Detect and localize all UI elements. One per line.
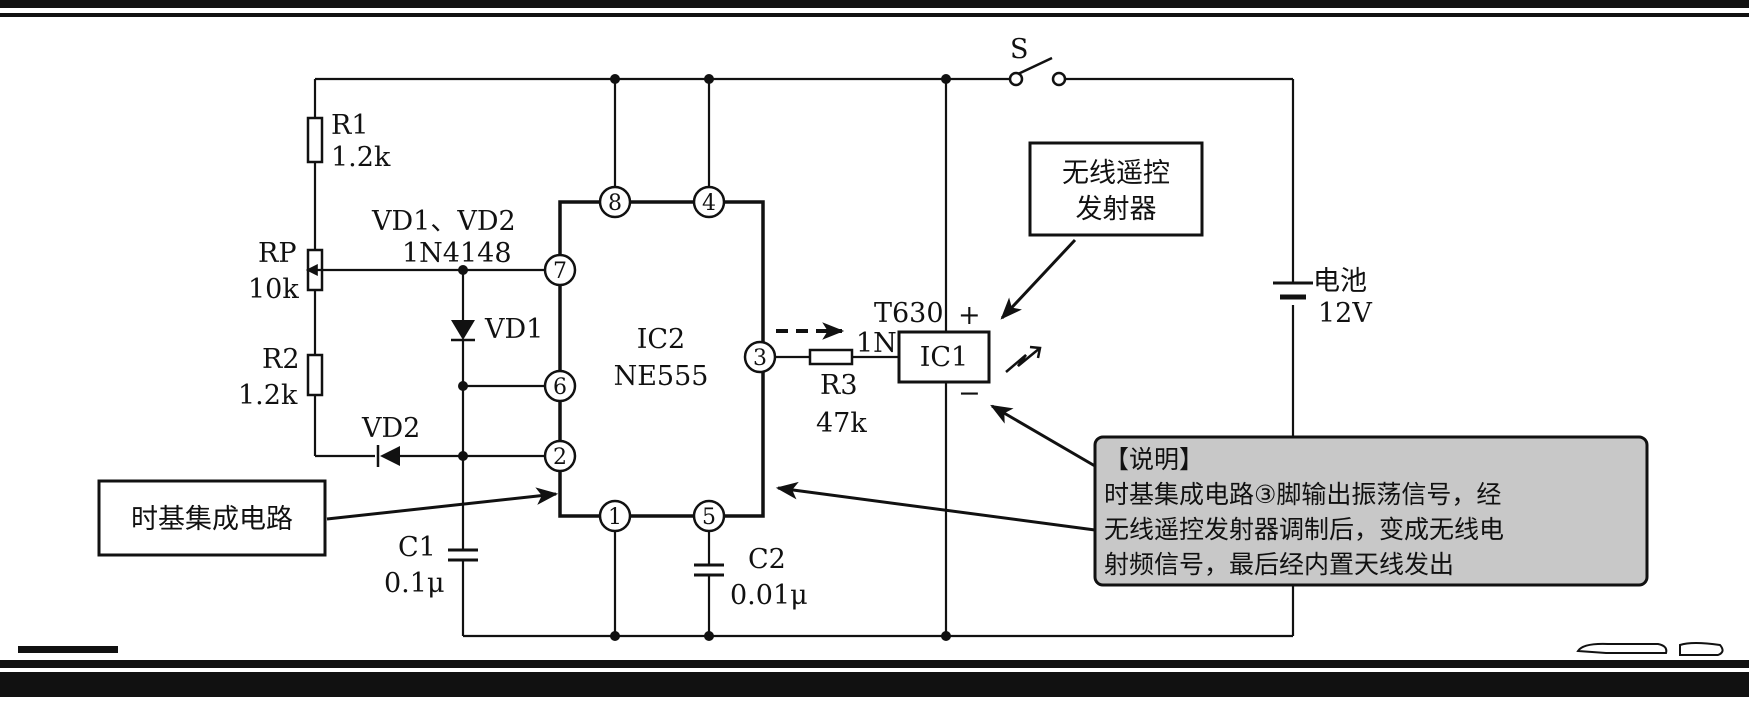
battery-name: 电池 (1313, 266, 1367, 297)
pin-5: 5 (692, 499, 726, 533)
r1-value: 1.2k (331, 142, 391, 173)
pin-4: 4 (692, 185, 726, 219)
ic1-name: IC1 (920, 342, 969, 373)
svg-text:3: 3 (753, 346, 767, 371)
ic1-t630: IC1 T630 1N + − (856, 298, 1042, 409)
svg-text:2: 2 (553, 445, 567, 470)
c2-value: 0.01μ (730, 580, 808, 611)
rp-value: 10k (248, 274, 299, 305)
c1-name: C1 (398, 532, 436, 563)
note-line-3: 射频信号，最后经内置天线发出 (1104, 550, 1454, 579)
svg-text:4: 4 (702, 191, 716, 216)
note-title: 【说明】 (1104, 445, 1204, 474)
note-line-1: 时基集成电路③脚输出振荡信号，经 (1104, 480, 1501, 509)
timer-label-box: 时基集成电路 (97, 479, 559, 557)
potentiometer-rp: RP 10k (248, 238, 335, 305)
c1-value: 0.1μ (384, 568, 445, 599)
switch-label: S (1010, 34, 1029, 65)
resistor-r1: R1 1.2k (306, 110, 391, 173)
switch-s: S (1008, 34, 1067, 87)
svg-text:5: 5 (702, 505, 716, 530)
diodes-names: VD1、VD2 (371, 206, 516, 237)
ic1-plus: + (958, 300, 981, 331)
pin-8: 8 (598, 185, 632, 219)
svg-text:8: 8 (608, 191, 622, 216)
pin-3: 3 (743, 340, 777, 374)
bottom-border (0, 642, 1749, 697)
top-border (0, 0, 1749, 17)
antenna-signal-icon (1005, 345, 1042, 373)
timer-label: 时基集成电路 (131, 504, 293, 535)
rp-name: RP (258, 238, 297, 269)
junctions (458, 74, 951, 641)
pin-1: 1 (598, 499, 632, 533)
ic2-pins: 8 4 7 6 2 1 5 3 (543, 185, 777, 533)
ic1-minus: − (958, 378, 981, 409)
r2-name: R2 (262, 344, 300, 375)
r3-name: R3 (820, 370, 858, 401)
ic2-ne555: IC2 NE555 (558, 200, 765, 518)
diode-vd2: VD2 (361, 413, 420, 467)
r1-name: R1 (331, 110, 369, 141)
diode-labels: VD1、VD2 1N4148 (371, 206, 516, 269)
diodes-part: 1N4148 (402, 238, 512, 269)
transmitter-line-1: 无线遥控 (1062, 158, 1170, 189)
resistor-r2: R2 1.2k (238, 344, 324, 411)
c2-name: C2 (748, 544, 786, 575)
battery: 电池 12V (1273, 266, 1372, 329)
pin-7: 7 (543, 253, 577, 287)
diode-vd1: VD1 (451, 314, 543, 345)
svg-text:6: 6 (553, 375, 567, 400)
pin-2: 2 (543, 439, 577, 473)
note-line-2: 无线遥控发射器调制后，变成无线电 (1104, 515, 1504, 544)
svg-text:1: 1 (608, 505, 622, 530)
pin-6: 6 (543, 369, 577, 403)
capacitor-c2: C2 0.01μ (694, 544, 808, 611)
vd2-label: VD2 (361, 413, 420, 444)
ic2-part: NE555 (614, 361, 709, 392)
transmitter-line-2: 发射器 (1076, 194, 1157, 225)
ic1-pin: 1N (856, 328, 897, 359)
resistor-r3: R3 47k (808, 348, 867, 439)
ic1-part: T630 (874, 298, 944, 329)
battery-value: 12V (1318, 298, 1372, 329)
vd1-label: VD1 (484, 314, 543, 345)
svg-text:7: 7 (553, 259, 567, 284)
r3-value: 47k (816, 408, 867, 439)
transmitter-box: 无线遥控 发射器 (1000, 141, 1204, 320)
note-callout: 【说明】 时基集成电路③脚输出振荡信号，经 无线遥控发射器调制后，变成无线电 射… (775, 404, 1649, 587)
r2-value: 1.2k (238, 380, 298, 411)
capacitor-c1: C1 0.1μ (384, 532, 478, 599)
ic2-name: IC2 (637, 324, 686, 355)
